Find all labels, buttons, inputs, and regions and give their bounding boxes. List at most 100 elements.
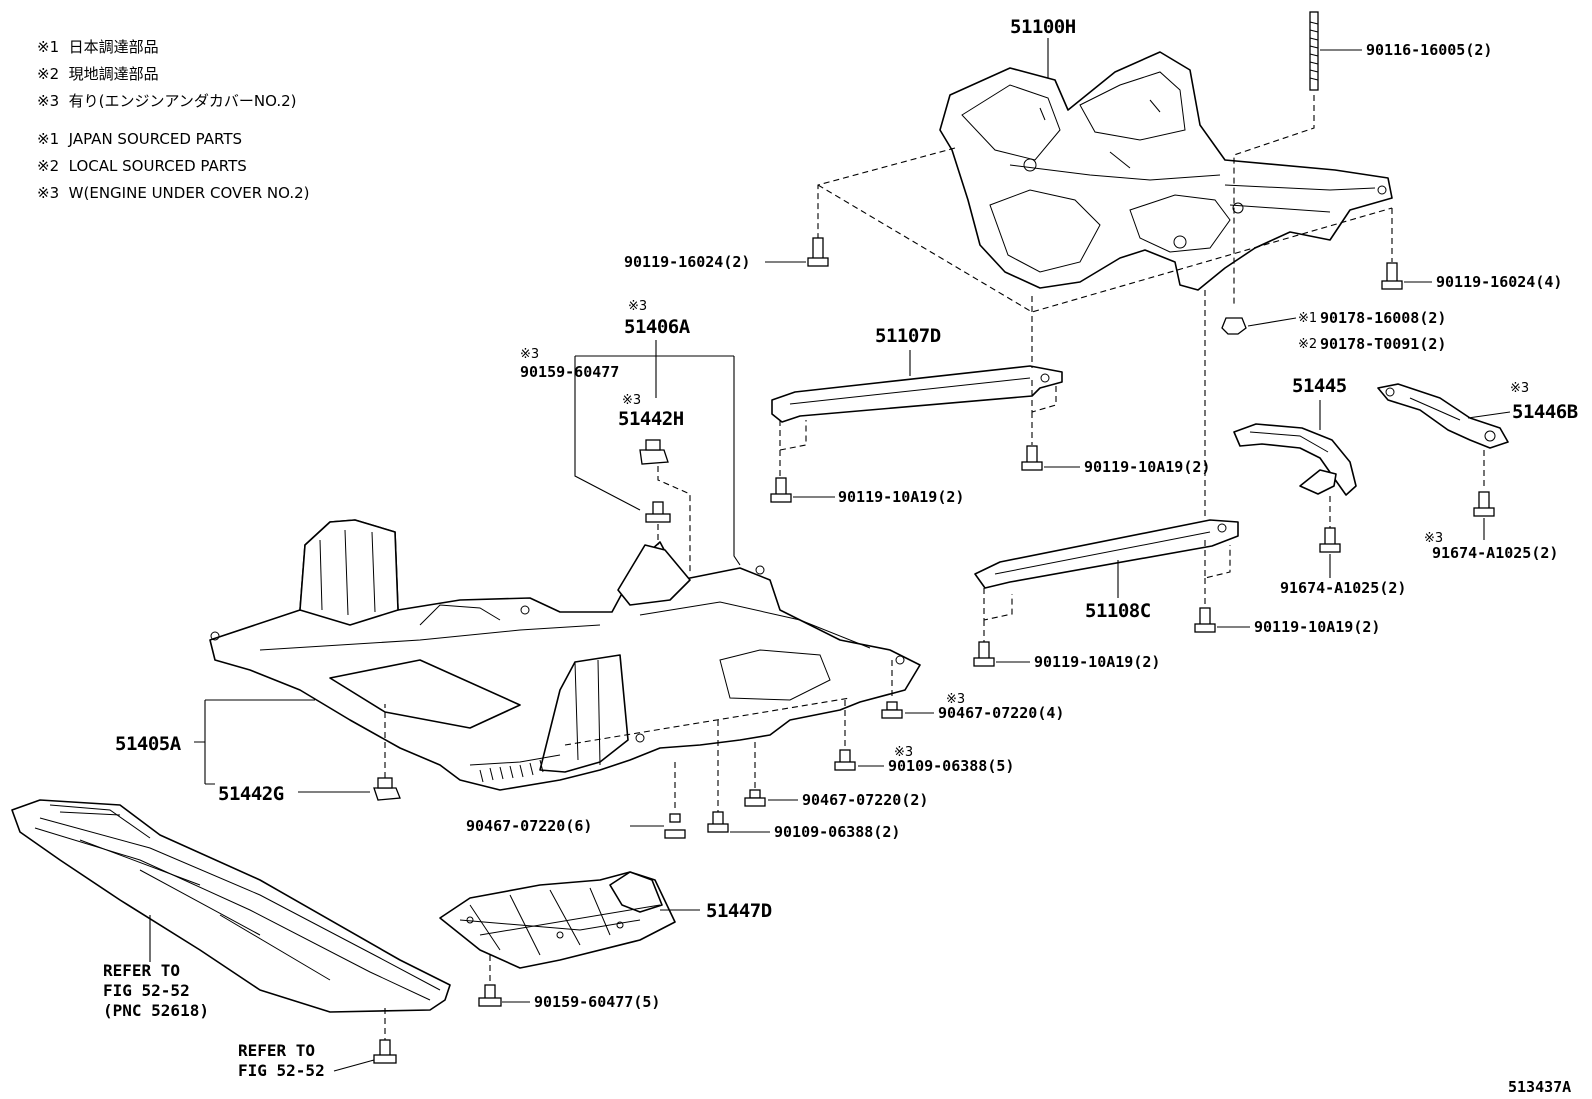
crossmember-51100h[interactable] (939, 51, 1393, 291)
legend-text: 現地調達部品 (68, 65, 159, 83)
dash-cover-line (564, 697, 851, 746)
bolt-91674-b-icon (1473, 491, 1495, 517)
bolt-90119-10a19-c-icon (973, 641, 995, 667)
legend-text: 日本調達部品 (68, 38, 159, 56)
legend-mark: ※1 (37, 38, 60, 56)
label-51100h: 51100H (1010, 16, 1076, 38)
label-51108c: 51108C (1085, 600, 1151, 622)
legend-mark: ※1 (37, 130, 60, 148)
dash-51442h (657, 466, 691, 572)
bracket-51445[interactable] (1233, 423, 1357, 496)
bolt-90109-06388-2-icon (707, 811, 729, 833)
legend-jp-1: ※1 日本調達部品 (37, 40, 159, 55)
leader-spoiler-bolt (333, 1059, 375, 1072)
bolt-90119-10a19-d-icon (1194, 607, 1216, 633)
legend-en-3: ※3 W(ENGINE UNDER COVER NO.2) (37, 186, 310, 201)
brace-51107d[interactable] (771, 365, 1063, 423)
label-90119-10a19-a: 90119-10A19(2) (838, 488, 964, 506)
bolt-90159-60477-icon (645, 501, 671, 523)
label-90116-16005: 90116-16005(2) (1366, 41, 1492, 59)
label-90178-16008: 90178-16008(2) (1320, 309, 1446, 327)
refer-2-line-1: REFER TO (238, 1041, 315, 1060)
label-90467-07220-6: 90467-07220(6) (466, 817, 592, 835)
bracket-51406a (574, 340, 741, 566)
label-90119-10a19-d: 90119-10A19(2) (1254, 618, 1380, 636)
legend-text: W(ENGINE UNDER COVER NO.2) (68, 184, 310, 202)
refer-1-line-3: (PNC 52618) (103, 1001, 209, 1020)
refer-2-line-2: FIG 52-52 (238, 1061, 325, 1080)
label-51445: 51445 (1292, 375, 1347, 397)
mark-3-90467: ※3 (946, 692, 965, 707)
legend-mark: ※3 (37, 92, 60, 110)
clip-51442g-icon (373, 777, 401, 801)
dash-bolt-left (817, 147, 956, 240)
legend-en-2: ※2 LOCAL SOURCED PARTS (37, 159, 247, 174)
leader-51446b (1467, 411, 1511, 419)
dash-51108c-right (1204, 290, 1231, 608)
bolt-91674-a-icon (1319, 527, 1341, 553)
clip-90467-07220-4-icon (881, 701, 903, 719)
clip-90467-07220-2-icon (744, 789, 766, 807)
clip-90467-07220-6-icon (664, 813, 686, 839)
legend-text: JAPAN SOURCED PARTS (68, 130, 243, 148)
label-51406a: 51406A (624, 316, 691, 338)
label-90467-07220-4: 90467-07220(4) (938, 704, 1064, 722)
bolt-90119-16024-left-icon (807, 237, 829, 267)
label-51442g: 51442G (218, 783, 284, 805)
legend-mark: ※3 (37, 184, 60, 202)
brace-51108c[interactable] (974, 519, 1239, 589)
front-spoiler[interactable] (11, 799, 451, 1013)
legend-en-1: ※1 JAPAN SOURCED PARTS (37, 132, 242, 147)
label-90119-16024-right: 90119-16024(4) (1436, 273, 1562, 291)
legend-text: 有り(エンジンアンダカバーNO.2) (68, 92, 297, 110)
label-51442h: 51442H (618, 408, 684, 430)
mark-3-51406a: ※3 (628, 299, 647, 314)
bolt-90119-16024-right-icon (1381, 262, 1403, 290)
bracket-51405a (194, 699, 315, 785)
label-90119-10a19-c: 90119-10A19(2) (1034, 653, 1160, 671)
label-51446b: 51446B (1512, 401, 1578, 423)
bolt-90159-60477-5-icon (478, 984, 502, 1007)
label-91674-a1025-b: 91674-A1025(2) (1432, 544, 1558, 562)
bracket-51446b[interactable] (1377, 383, 1509, 449)
legend-mark: ※2 (37, 157, 60, 175)
mark-3-91674: ※3 (1424, 531, 1443, 546)
leader-90178 (1247, 317, 1297, 327)
legend-jp-3: ※3 有り(エンジンアンダカバーNO.2) (37, 94, 297, 109)
engine-under-cover-51405a[interactable] (209, 519, 921, 791)
legend-text: LOCAL SOURCED PARTS (68, 157, 247, 175)
mark-3-90159: ※3 (520, 347, 539, 362)
label-90119-16024-left: 90119-16024(2) (624, 253, 750, 271)
bolt-spoiler-icon (373, 1039, 397, 1064)
label-91674-a1025-a: 91674-A1025(2) (1280, 579, 1406, 597)
label-90178-T0091: 90178-T0091(2) (1320, 335, 1446, 353)
mark-3-51442h: ※3 (622, 393, 641, 408)
bolt-90119-10a19-b-icon (1021, 445, 1043, 471)
label-90109-06388-2: 90109-06388(2) (774, 823, 900, 841)
stud-90116-icon (1309, 11, 1319, 91)
clip-51442h-icon (639, 439, 669, 465)
bolt-90109-06388-5-icon (834, 749, 856, 771)
mark-3-90109: ※3 (894, 745, 913, 760)
label-51447d: 51447D (706, 900, 772, 922)
dash-crossmember-outline (817, 184, 1393, 313)
bolt-90119-10a19-a-icon (770, 477, 792, 503)
nut-90178-icon (1221, 317, 1247, 335)
label-90159-60477-5: 90159-60477(5) (534, 993, 660, 1011)
label-90159-60477: 90159-60477 (520, 363, 619, 381)
label-51405a: 51405A (115, 733, 182, 755)
legend-mark: ※2 (37, 65, 60, 83)
mark-1: ※1 (1298, 311, 1317, 326)
under-cover-51447d[interactable] (439, 871, 676, 969)
label-90467-07220-2: 90467-07220(2) (802, 791, 928, 809)
dash-51108c-left (983, 588, 1013, 642)
label-90109-06388-5: 90109-06388(5) (888, 757, 1014, 775)
refer-1-line-1: REFER TO (103, 961, 180, 980)
diagram-id: 513437A (1508, 1078, 1571, 1096)
mark-3-51446b: ※3 (1510, 381, 1529, 396)
dash-stud (1233, 95, 1315, 305)
mark-2: ※2 (1298, 337, 1317, 352)
refer-1-line-2: FIG 52-52 (103, 981, 190, 1000)
dash-51107d-right (1031, 296, 1057, 445)
